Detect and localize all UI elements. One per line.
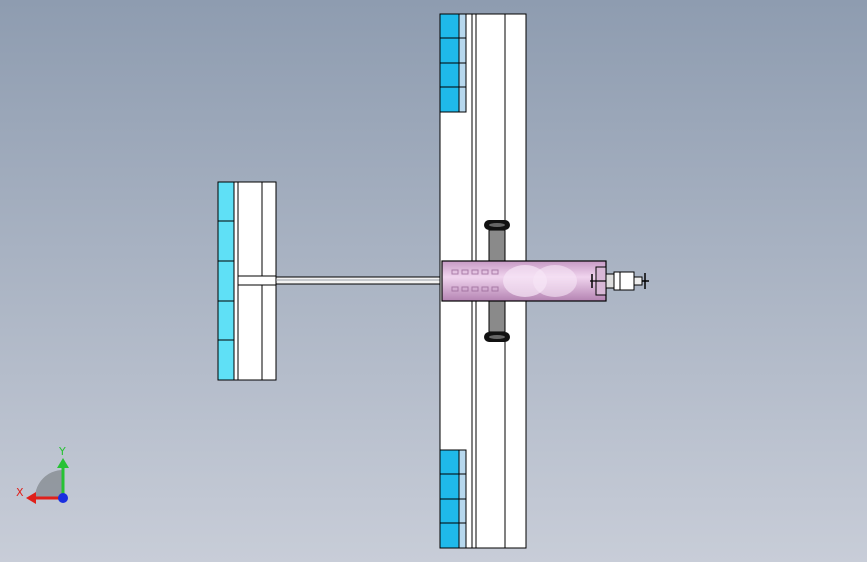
motor-and-propeller[interactable] xyxy=(590,271,649,291)
aileron-top[interactable] xyxy=(439,13,467,113)
landing-gear[interactable] xyxy=(484,220,510,342)
z-axis-dot xyxy=(58,493,68,503)
y-axis-label: Y xyxy=(58,445,66,458)
aileron-bottom[interactable] xyxy=(439,449,467,549)
gear-strut-bottom xyxy=(488,299,506,333)
plane-indicator-icon xyxy=(35,470,63,498)
fuselage[interactable] xyxy=(441,260,607,302)
elevator[interactable] xyxy=(217,181,235,381)
tail-boom[interactable] xyxy=(275,276,443,285)
x-axis-label: X xyxy=(16,486,24,499)
horizontal-stabilizer[interactable] xyxy=(217,181,277,381)
gear-strut-top xyxy=(488,229,506,263)
tail-boom-mount xyxy=(237,275,277,286)
coordinate-triad: Y X xyxy=(16,445,69,504)
